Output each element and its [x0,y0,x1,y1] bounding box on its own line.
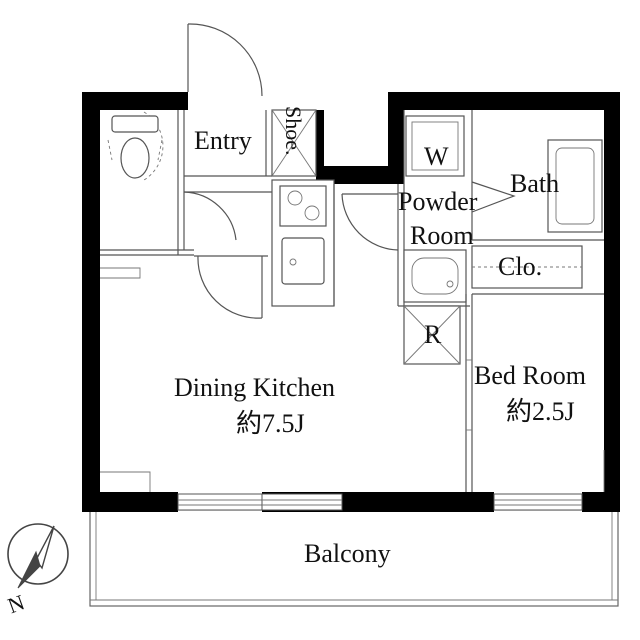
room-label-bath: Bath [510,169,559,198]
room-label-bedroom: Bed Room [474,361,586,390]
interior-lines [100,109,605,492]
room-label-dining-kitchen: Dining Kitchen [174,373,335,402]
room-label-shoe: Shoe. [281,106,306,156]
room-label-powder: Powder [398,187,478,216]
room-label-room: Room [410,221,474,250]
toilet-fixture [107,115,163,179]
room-label-closet: Clo. [498,252,542,281]
compass-north-label: N [4,589,28,618]
balcony-area [89,509,619,607]
room-label-washer: W [424,142,449,171]
room-area-dining-kitchen: 約7.5J [236,409,305,438]
exterior-walls [82,92,620,512]
windows [177,493,583,511]
door-swings [143,23,516,319]
room-area-bedroom: 約2.5J [506,397,575,426]
room-label-balcony: Balcony [304,539,391,568]
room-label-entry: Entry [194,126,252,155]
compass-icon: N [4,523,69,618]
room-label-refrigerator: R [424,320,442,349]
